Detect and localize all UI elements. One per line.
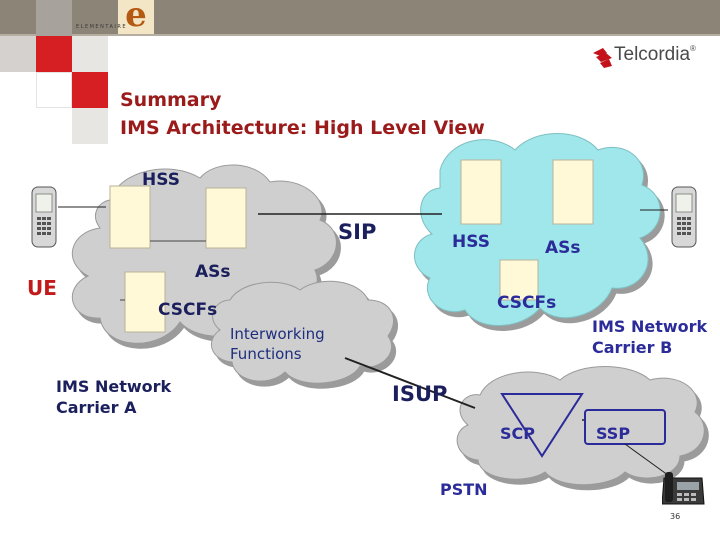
page-number: 36 bbox=[670, 512, 681, 521]
isup-link bbox=[344, 357, 476, 409]
cscf-box-b bbox=[499, 259, 539, 301]
scp-triangle bbox=[500, 393, 584, 458]
hss-label-b: HSS bbox=[452, 232, 490, 252]
elementaire-logo: e bbox=[118, 0, 154, 34]
hss-box-a1 bbox=[109, 185, 151, 249]
ascs-label-b: ASs bbox=[545, 238, 581, 258]
hss-box-b2 bbox=[552, 159, 594, 225]
network-a-name-line1: IMS Network bbox=[56, 377, 172, 396]
cscfs-label-a: CSCFs bbox=[158, 300, 218, 320]
interworking-label-line1: Interworking bbox=[230, 325, 325, 343]
hss-box-b1 bbox=[460, 159, 502, 225]
interworking-label-line2: Functions bbox=[230, 345, 302, 363]
cloud-interworking bbox=[210, 280, 394, 384]
slide-title-line1: Summary bbox=[120, 89, 222, 111]
scp-label: SCP bbox=[500, 424, 535, 443]
pstn-label: PSTN bbox=[440, 480, 488, 499]
ssp-label: SSP bbox=[596, 424, 631, 443]
ue-label: UE bbox=[27, 276, 57, 300]
cscfs-label-b: CSCFs bbox=[497, 293, 557, 313]
slide-title-line2: IMS Architecture: High Level View bbox=[120, 117, 485, 139]
mobile-phone-icon bbox=[671, 186, 697, 248]
telcordia-logo-icon bbox=[593, 48, 612, 68]
mobile-phone-icon bbox=[31, 186, 57, 248]
isup-label: ISUP bbox=[392, 382, 448, 406]
desk-phone-icon bbox=[662, 472, 705, 505]
network-a-name-line2: Carrier A bbox=[56, 398, 137, 417]
hss-label-a: HSS bbox=[142, 170, 180, 190]
network-b-name-line1: IMS Network bbox=[592, 317, 708, 336]
telcordia-brand: Telcordia® bbox=[614, 44, 696, 65]
ssp-phone-link bbox=[624, 443, 673, 479]
ascs-label-a: ASs bbox=[195, 262, 231, 282]
hss-box-a2 bbox=[205, 187, 247, 249]
sip-label: SIP bbox=[338, 220, 377, 244]
elementaire-logo-text: ELEMENTAIRE bbox=[76, 24, 128, 30]
cloud-pstn bbox=[456, 366, 705, 486]
network-b-name-line2: Carrier B bbox=[592, 338, 673, 357]
cscf-box-a bbox=[124, 271, 166, 333]
top-banner-stripe bbox=[0, 34, 720, 36]
